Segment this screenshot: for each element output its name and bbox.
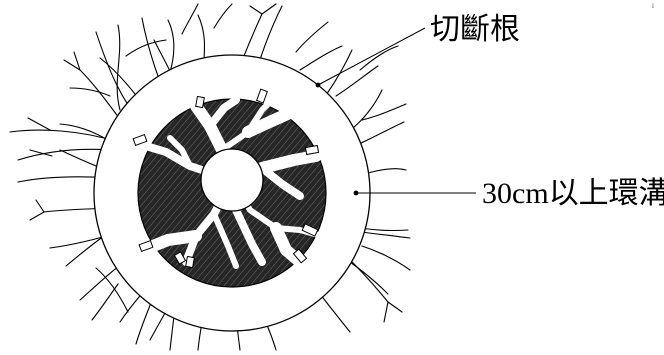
trench-label: 30cm以上環溝 xyxy=(482,177,664,210)
root-branch-1 xyxy=(206,96,240,130)
cut-root-stub-7 xyxy=(292,248,308,264)
root-branch-7 xyxy=(258,164,304,200)
outer-root-38 xyxy=(359,45,399,71)
outer-root-30 xyxy=(9,129,119,143)
outer-root-51 xyxy=(91,283,119,321)
outer-root-35 xyxy=(135,299,153,345)
trunk xyxy=(200,148,264,212)
cut-root-stub-0 xyxy=(132,134,148,146)
outer-root-46 xyxy=(213,3,233,29)
root-branch-2 xyxy=(219,99,273,153)
cut-root-stub-3 xyxy=(173,251,187,265)
cut-root-stub-2 xyxy=(301,223,319,237)
root-branch-5 xyxy=(167,135,193,169)
outer-root-39 xyxy=(335,65,379,97)
cut-root-stub-8 xyxy=(195,95,205,109)
outer-root-41 xyxy=(349,261,389,295)
outer-root-6 xyxy=(249,3,277,15)
outer-root-40 xyxy=(361,103,407,121)
root-branch-12 xyxy=(142,230,202,254)
root-branch-11 xyxy=(211,211,239,269)
outer-root-42 xyxy=(361,245,411,271)
cut-root-stub-6 xyxy=(304,144,320,156)
outer-root-44 xyxy=(125,39,167,57)
root-branch-9 xyxy=(270,222,306,268)
outer-root-43 xyxy=(359,231,411,239)
outer-root-48 xyxy=(299,45,343,71)
outer-root-1 xyxy=(116,24,121,111)
trench-leader-dot xyxy=(353,190,359,196)
outer-root-24 xyxy=(29,199,45,221)
cut-roots-leader-line xyxy=(317,27,426,86)
cut-root-stub-5 xyxy=(138,240,154,252)
cut-root-stub-1 xyxy=(256,88,268,104)
cut-roots-label: 切斷根 xyxy=(430,13,520,46)
page-mark: i xyxy=(652,2,654,10)
cut-roots-leader-dot xyxy=(315,82,321,88)
cut-root-stub-4 xyxy=(185,255,195,269)
outer-root-45 xyxy=(181,3,199,35)
outer-root-50 xyxy=(65,235,105,267)
root-branch-3 xyxy=(242,106,298,138)
outer-root-49 xyxy=(69,87,111,97)
cut-root-stubs xyxy=(132,88,320,269)
outer-root-27 xyxy=(63,51,81,71)
outer-root-14 xyxy=(383,301,403,323)
outer-root-33 xyxy=(27,117,53,157)
outer-root-47 xyxy=(295,21,329,53)
